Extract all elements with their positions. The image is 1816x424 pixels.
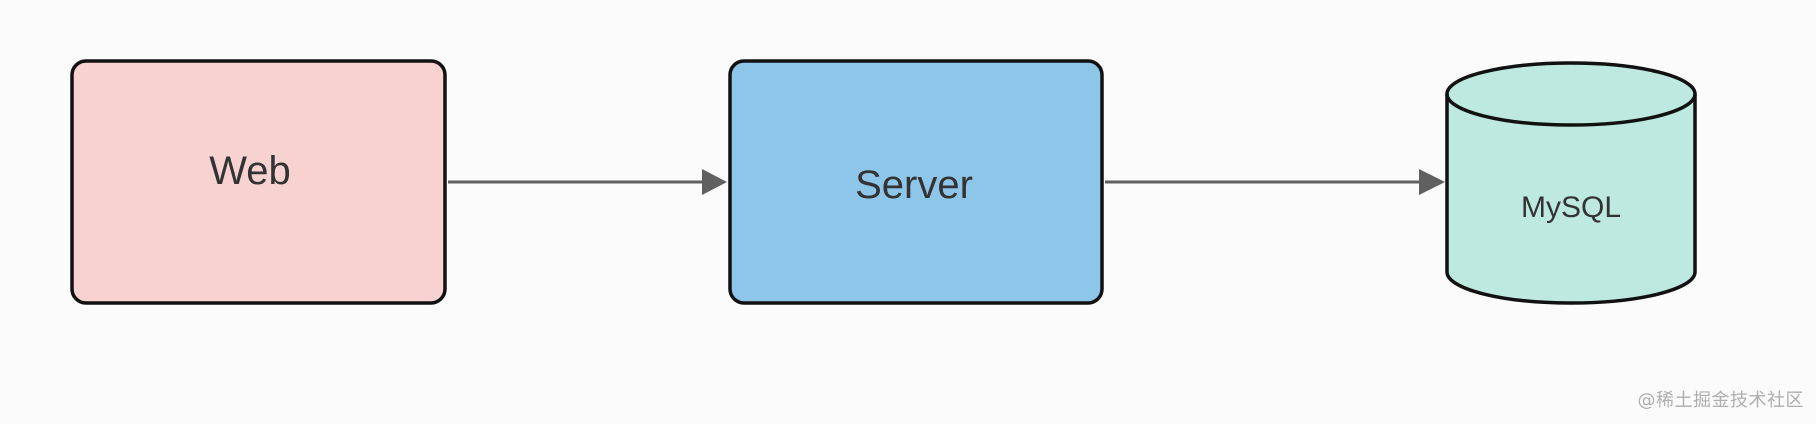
- watermark: @稀土掘金技术社区: [1637, 390, 1804, 411]
- web-node: Web: [70, 59, 447, 305]
- web-label: Web: [209, 149, 291, 193]
- mysql-node: MySQL: [1445, 61, 1697, 305]
- server-label: Server: [855, 163, 973, 207]
- server-box: [728, 59, 1104, 305]
- edge-server-to-mysql: [1105, 169, 1445, 195]
- edge-web-to-server: [448, 169, 727, 195]
- arrowhead-icon: [702, 169, 727, 195]
- web-box: [70, 59, 447, 305]
- cylinder-top-rim: [1445, 93, 1697, 127]
- server-node: Server: [728, 59, 1104, 305]
- arrowhead-icon: [1419, 169, 1445, 195]
- database-cylinder-icon: [1445, 61, 1697, 305]
- mysql-label: MySQL: [1521, 191, 1621, 224]
